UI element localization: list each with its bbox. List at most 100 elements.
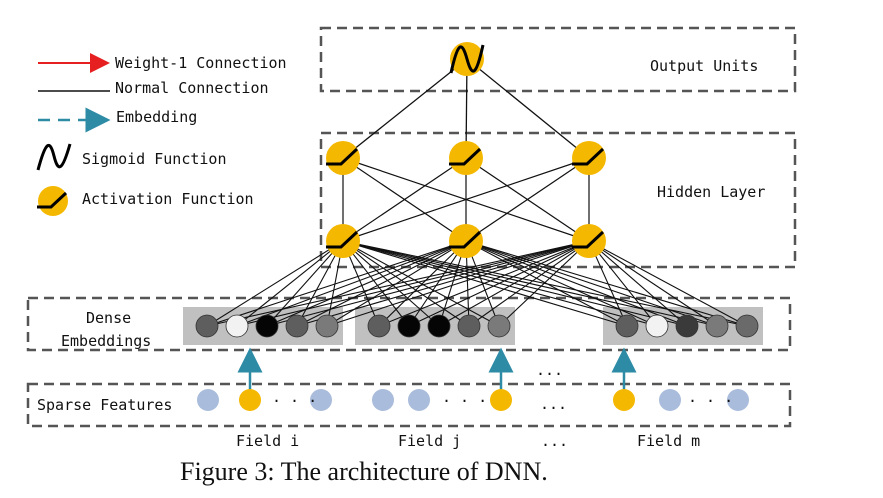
edge-embed-0-1-to-hidden-0 — [236, 240, 344, 327]
sigmoid-icon — [36, 143, 72, 171]
field-m-label: Field m — [637, 432, 700, 450]
embedding-nodes — [195, 314, 759, 338]
network-connections — [206, 58, 748, 327]
edge-embed-0-4-to-hidden-2 — [326, 240, 590, 327]
edge-embed-1-3-to-hidden-0 — [342, 240, 470, 327]
legend-weight1-label: Weight-1 Connection — [115, 54, 287, 72]
edge-embed-2-4-to-hidden-1 — [465, 240, 748, 327]
embedding-node-0-0 — [195, 314, 219, 338]
hidden-node-top-0 — [326, 141, 360, 175]
sparse-ellipsis-j: · · · — [442, 392, 487, 410]
edge-embed-1-1-to-hidden-1 — [408, 240, 467, 327]
edge-embed-1-2-to-hidden-0 — [342, 240, 440, 327]
edge-embed-2-3-to-hidden-1 — [465, 240, 718, 327]
field-j-label: Field j — [398, 432, 461, 450]
output-units-label: Output Units — [650, 57, 758, 75]
edge-hidden-1-0 — [342, 157, 467, 242]
sparse-ellipsis-m: · · · — [688, 392, 733, 410]
embedding-node-1-1 — [397, 314, 421, 338]
edge-embed-2-0-to-hidden-0 — [342, 240, 628, 327]
edge-embed-1-4-to-hidden-0 — [342, 240, 500, 327]
sparse-node-5 — [490, 389, 512, 411]
field-i-label: Field i — [236, 432, 299, 450]
hidden-layer-label: Hidden Layer — [657, 183, 765, 201]
embedding-node-2-2 — [675, 314, 699, 338]
embedding-ellipsis: ... — [536, 361, 563, 379]
embedding-node-0-4 — [315, 314, 339, 338]
edge-embed-0-0-to-hidden-1 — [206, 240, 467, 327]
edge-embed-0-2-to-hidden-1 — [266, 240, 467, 327]
sparse-ellipsis-mid: ... — [540, 395, 567, 413]
edge-embed-0-3-to-hidden-1 — [296, 240, 467, 327]
sparse-node-7 — [659, 389, 681, 411]
edge-embed-2-1-to-hidden-1 — [465, 240, 658, 327]
embedding-node-2-1 — [645, 314, 669, 338]
embedding-node-0-1 — [225, 314, 249, 338]
edge-embed-2-2-to-hidden-2 — [588, 240, 688, 327]
sparse-node-6 — [613, 389, 635, 411]
edge-embed-2-4-to-hidden-2 — [588, 240, 748, 327]
edge-embed-0-1-to-hidden-2 — [236, 240, 590, 327]
hidden-node-top-2 — [572, 141, 606, 175]
hidden-node-bottom-2 — [572, 224, 606, 258]
embedding-node-2-0 — [615, 314, 639, 338]
sparse-node-4 — [408, 389, 430, 411]
legend-sigmoid-label: Sigmoid Function — [82, 150, 227, 168]
legend-normal-label: Normal Connection — [115, 79, 269, 97]
edge-embed-0-0-to-hidden-2 — [206, 240, 590, 327]
embedding-node-2-3 — [705, 314, 729, 338]
legend: Weight-1 Connection Normal Connection Em… — [36, 53, 287, 216]
hidden-node-bottom-0 — [326, 224, 360, 258]
edge-embed-2-3-to-hidden-2 — [588, 240, 718, 327]
hidden-node-bottom-1 — [449, 224, 483, 258]
edge-hidden-2-1 — [465, 157, 590, 242]
hidden-node-top-1 — [449, 141, 483, 175]
edge-embed-0-2-to-hidden-0 — [266, 240, 344, 327]
sparse-nodes — [197, 389, 749, 411]
dense-embeddings-label-line2: Embeddings — [61, 332, 151, 350]
embedding-node-2-4 — [735, 314, 759, 338]
legend-embedding-label: Embedding — [116, 108, 197, 126]
field-ellipsis-label: ... — [541, 432, 568, 450]
edge-embed-0-4-to-hidden-1 — [326, 240, 467, 327]
output-node — [449, 42, 485, 76]
edge-output-to-hidden-2 — [466, 58, 590, 159]
sparse-node-2 — [310, 389, 332, 411]
edge-embed-2-4-to-hidden-0 — [342, 240, 748, 327]
embedding-node-1-2 — [427, 314, 451, 338]
edge-embed-2-1-to-hidden-0 — [342, 240, 658, 327]
edge-hidden-2-0 — [342, 157, 590, 242]
embedding-node-1-3 — [457, 314, 481, 338]
figure-caption: Figure 3: The architecture of DNN. — [180, 457, 548, 486]
edge-embed-2-1-to-hidden-2 — [588, 240, 658, 327]
edge-output-to-hidden-0 — [342, 58, 468, 159]
embedding-arrows — [237, 347, 637, 397]
output-units-box — [319, 26, 797, 93]
sparse-node-3 — [372, 389, 394, 411]
sparse-features-label: Sparse Features — [37, 396, 172, 414]
edge-embed-0-1-to-hidden-1 — [236, 240, 467, 327]
sparse-features-box — [26, 382, 792, 428]
legend-activation-label: Activation Function — [82, 190, 254, 208]
edge-embed-1-1-to-hidden-0 — [342, 240, 410, 327]
edge-embed-0-0-to-hidden-0 — [206, 240, 344, 327]
edge-embed-2-2-to-hidden-1 — [465, 240, 688, 327]
hidden-nodes — [326, 42, 606, 258]
sparse-node-0 — [197, 389, 219, 411]
sparse-ellipsis-i: · · · — [272, 392, 317, 410]
embedding-node-0-2 — [255, 314, 279, 338]
dense-embeddings-label-line1: Dense — [86, 309, 131, 327]
edge-embed-0-2-to-hidden-2 — [266, 240, 590, 327]
embedding-node-0-3 — [285, 314, 309, 338]
edge-embed-2-3-to-hidden-0 — [342, 240, 718, 327]
edge-embed-2-2-to-hidden-0 — [342, 240, 688, 327]
embedding-node-1-4 — [487, 314, 511, 338]
sparse-node-1 — [239, 389, 261, 411]
dense-embeddings-box — [26, 296, 792, 352]
edge-embed-1-0-to-hidden-1 — [378, 240, 467, 327]
sparse-node-8 — [727, 389, 749, 411]
activation-icon — [37, 186, 68, 216]
embedding-node-1-0 — [367, 314, 391, 338]
